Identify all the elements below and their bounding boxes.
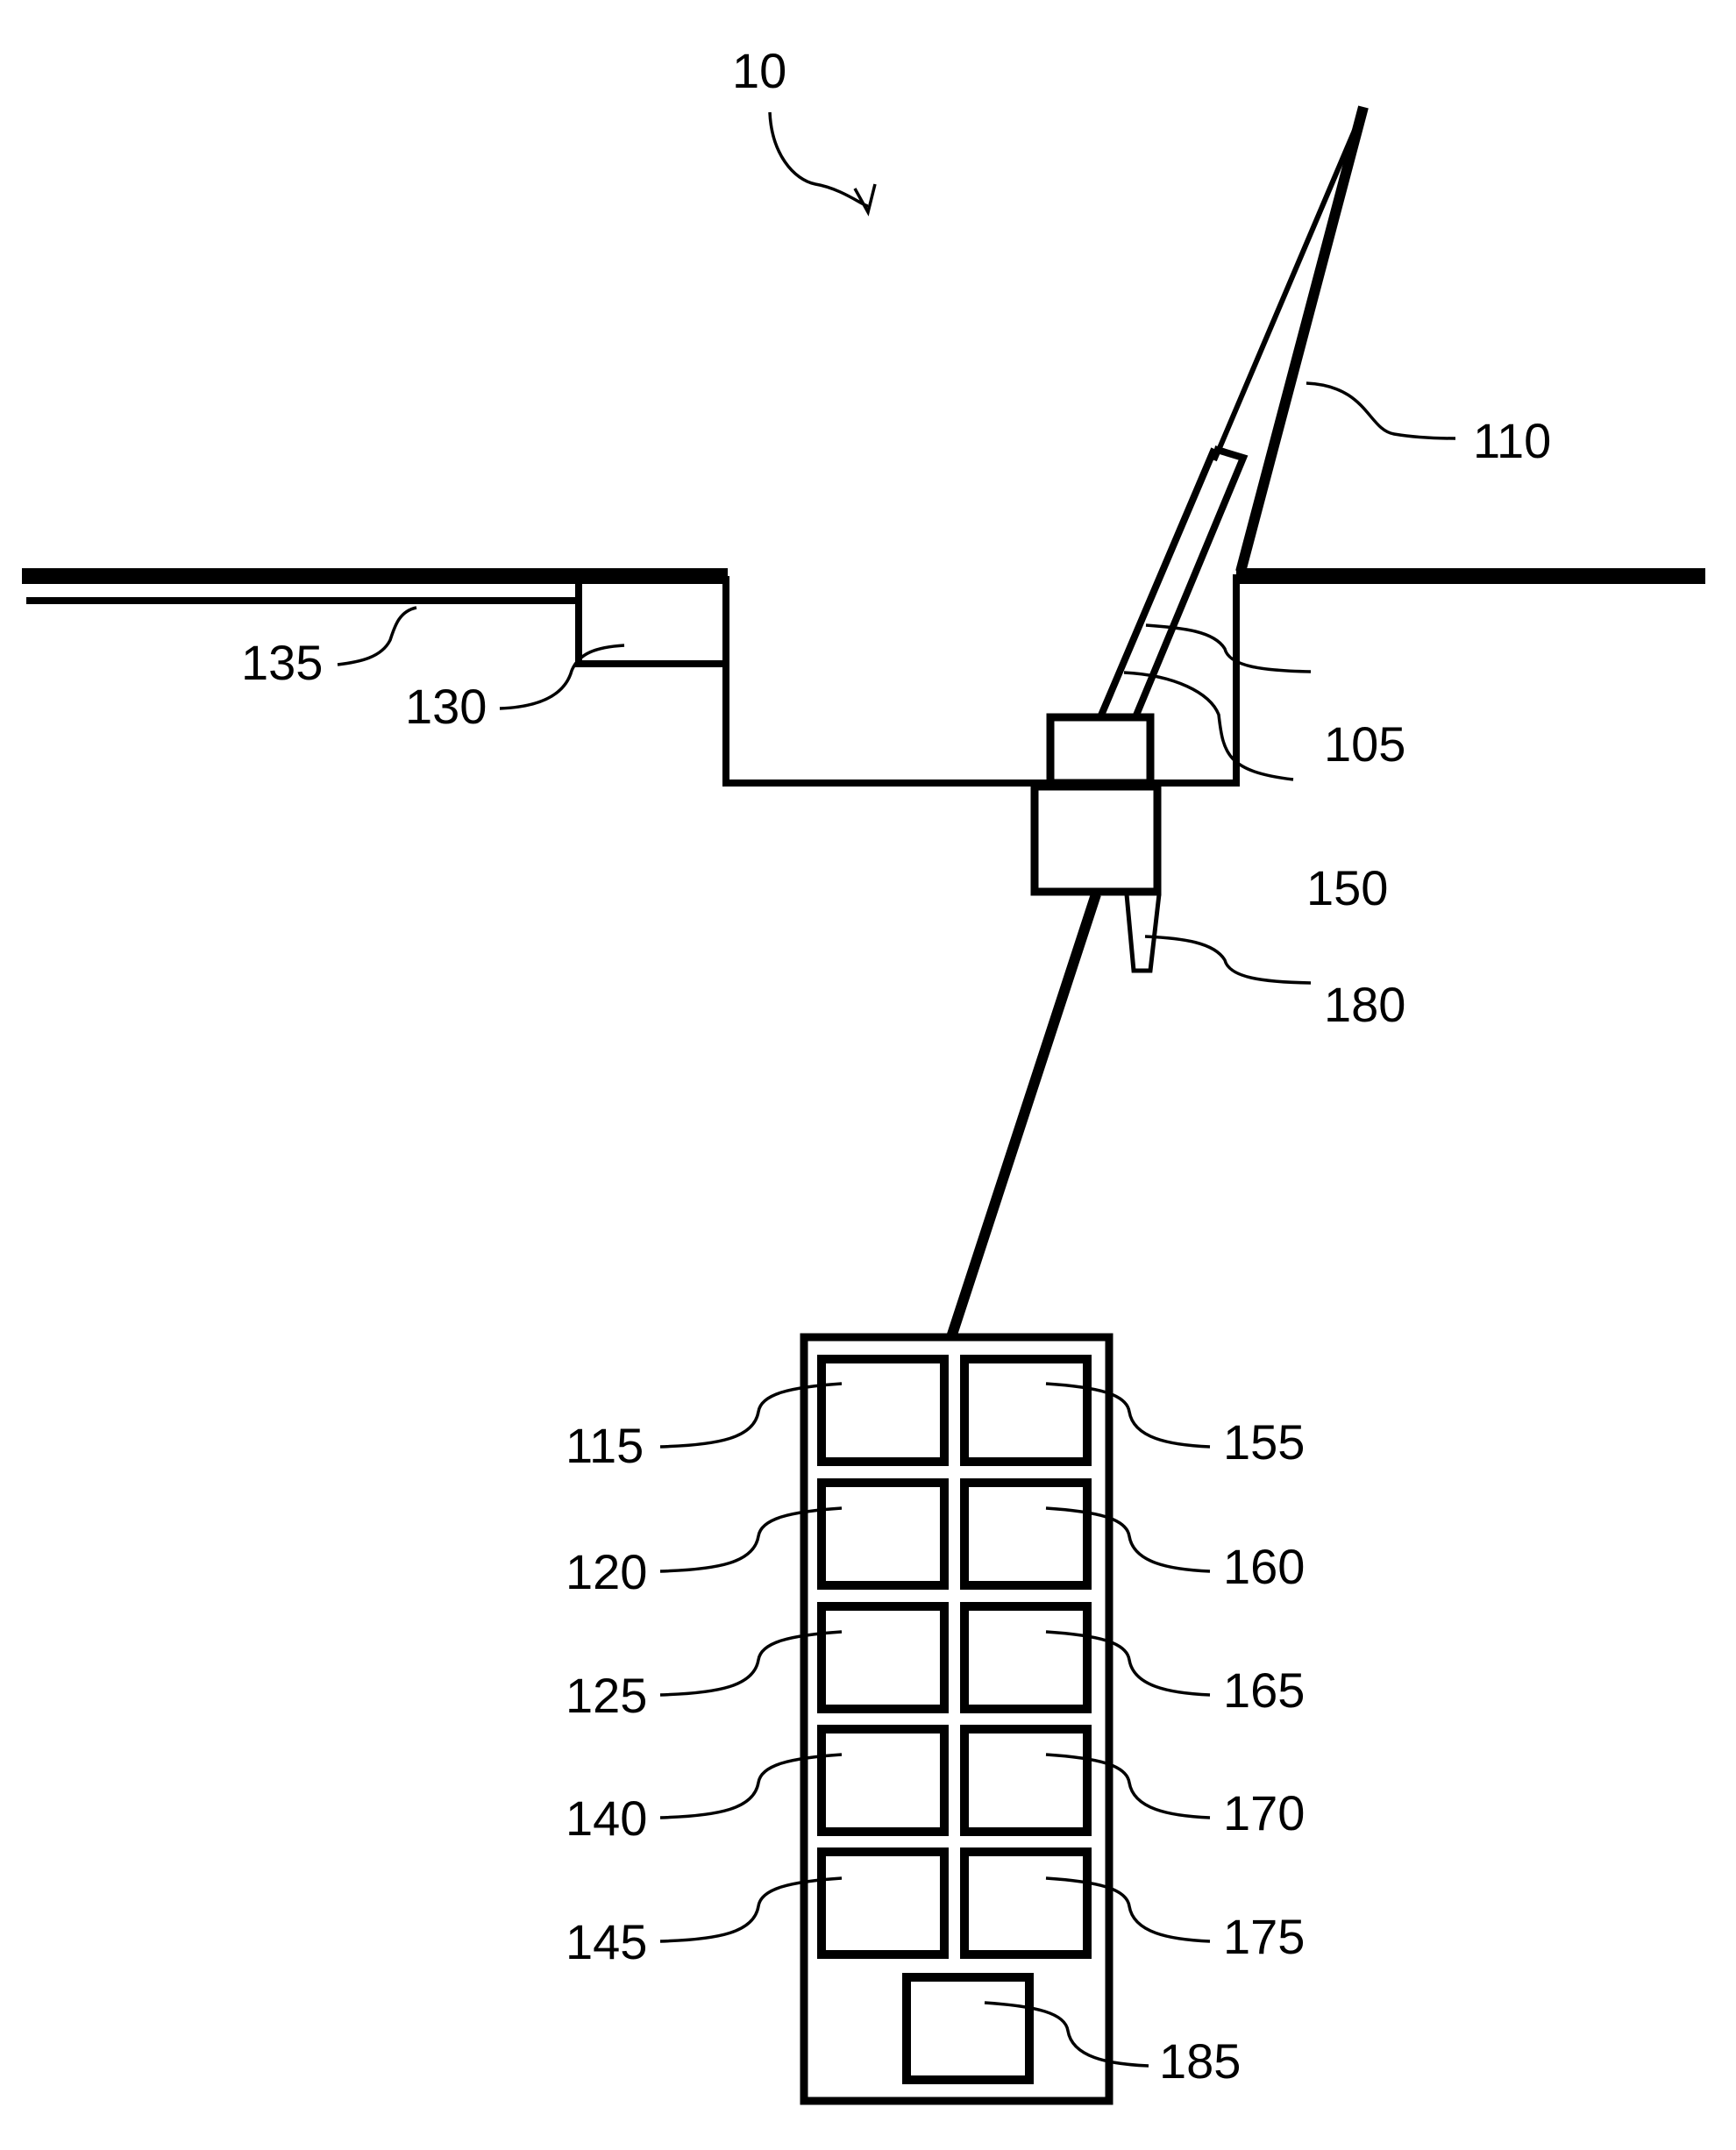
- leader-125: [659, 1630, 843, 1697]
- head-150: [1046, 713, 1155, 787]
- module-185: [902, 1973, 1034, 2084]
- label-head: 150: [1306, 860, 1388, 915]
- label-wall-unit: 130: [405, 679, 487, 734]
- wall-unit-130: [575, 583, 724, 667]
- cable: [946, 893, 1101, 1339]
- leader-115: [659, 1382, 843, 1449]
- module-140: [817, 1725, 949, 1836]
- pit-outline: [722, 574, 1240, 787]
- leader-120: [659, 1506, 843, 1573]
- system-arrow: [768, 111, 869, 208]
- module-155: [960, 1355, 1092, 1466]
- leader-180: [1144, 935, 1312, 985]
- carriage: [1030, 782, 1162, 896]
- leader-175: [1045, 1876, 1211, 1943]
- label-boom: 105: [1324, 716, 1405, 772]
- system-arrowhead-icon: [853, 183, 877, 217]
- module-115: [817, 1355, 949, 1466]
- module-165: [960, 1602, 1092, 1713]
- label-module-170: 170: [1223, 1785, 1305, 1840]
- label-module-145: 145: [566, 1914, 647, 1969]
- module-170: [960, 1725, 1092, 1836]
- label-module-155: 155: [1223, 1414, 1305, 1470]
- label-conduit: 135: [241, 635, 323, 690]
- leader-135: [337, 606, 417, 666]
- module-125: [817, 1602, 949, 1713]
- label-mast: 110: [1473, 413, 1551, 468]
- leader-170: [1045, 1753, 1211, 1819]
- leader-105: [1145, 623, 1312, 673]
- module-145: [817, 1847, 949, 1959]
- label-system: 10: [732, 43, 786, 98]
- mast-110: [1235, 105, 1369, 573]
- leader-160: [1045, 1506, 1211, 1573]
- module-175: [960, 1847, 1092, 1959]
- label-module-185: 185: [1159, 2033, 1241, 2089]
- label-module-140: 140: [566, 1790, 647, 1846]
- label-nozzle: 180: [1324, 977, 1405, 1032]
- label-module-160: 160: [1223, 1539, 1305, 1594]
- leader-140: [659, 1753, 843, 1819]
- module-120: [817, 1478, 949, 1590]
- leader-185: [984, 2001, 1149, 2068]
- label-module-120: 120: [566, 1544, 647, 1599]
- leader-145: [659, 1876, 843, 1943]
- leader-155: [1045, 1382, 1211, 1449]
- nozzle-180: [1124, 893, 1162, 973]
- left-labels: 115 120 125 140 145: [566, 1382, 843, 1969]
- mast-stay: [1212, 108, 1366, 462]
- label-module-125: 125: [566, 1668, 647, 1723]
- module-160: [960, 1478, 1092, 1590]
- leader-150: [1123, 671, 1294, 781]
- leader-110: [1306, 381, 1456, 440]
- boom-105: [1097, 445, 1249, 719]
- label-module-165: 165: [1223, 1662, 1305, 1718]
- label-module-115: 115: [566, 1418, 644, 1473]
- leader-130: [499, 644, 625, 710]
- right-labels: 155 160 165 170 175 185: [984, 1382, 1305, 2089]
- leader-165: [1045, 1630, 1211, 1697]
- label-module-175: 175: [1223, 1909, 1305, 1964]
